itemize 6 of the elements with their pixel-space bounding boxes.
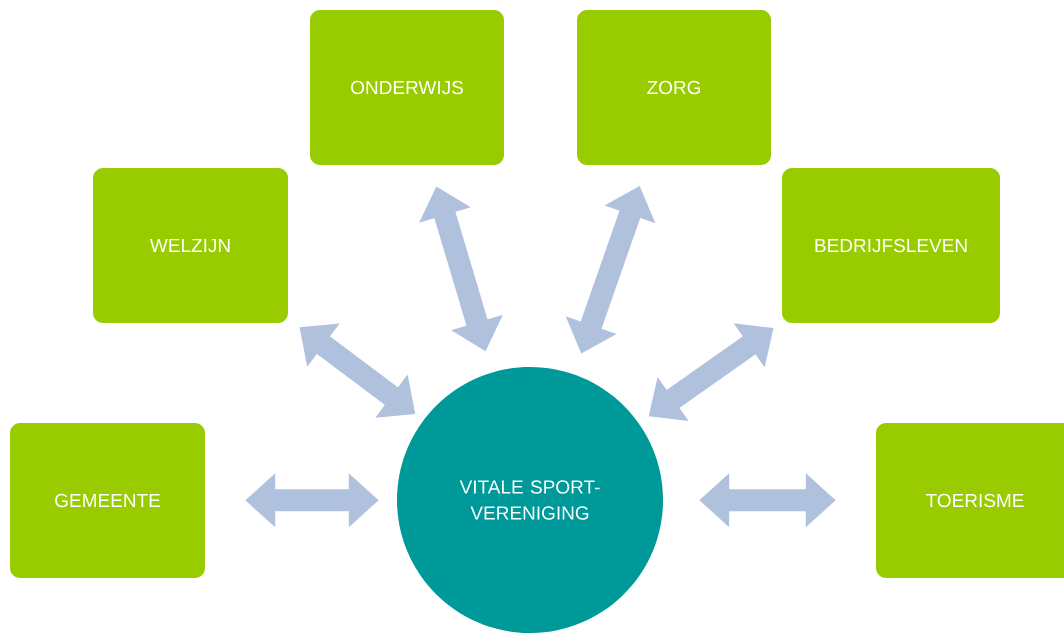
rounded-box: TOERISME [876,423,1064,578]
rounded-box: GEMEENTE [10,423,205,578]
rounded-box: BEDRIJFSLEVEN [782,168,1000,323]
rounded-box: ZORG [577,10,771,165]
rounded-box: WELZIJN [93,168,288,323]
rounded-box: ONDERWIJS [310,10,504,165]
